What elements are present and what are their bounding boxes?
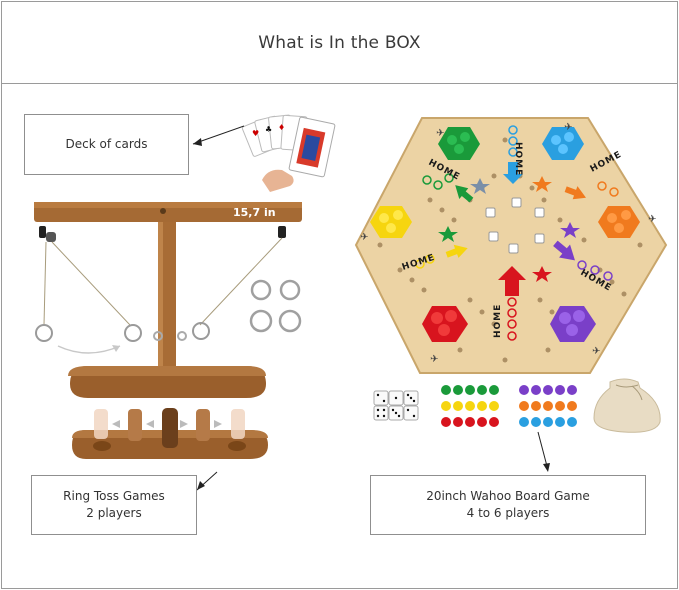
ring-toss-image: 15,7 in: [34, 202, 302, 459]
svg-text:✈: ✈: [564, 122, 572, 133]
svg-text:♣: ♣: [265, 125, 272, 134]
wahoo-title: 20inch Wahoo Board Game: [426, 489, 590, 503]
svg-text:✈: ✈: [648, 214, 656, 225]
home-label-blue: HOME: [513, 142, 523, 176]
dice-set: [373, 390, 419, 421]
svg-text:♥: ♥: [252, 129, 259, 138]
svg-text:✈: ✈: [592, 346, 600, 357]
header-panel: What is In the BOX: [1, 1, 678, 84]
deck-of-cards-label: Deck of cards: [24, 114, 189, 175]
storage-bag: [593, 378, 661, 433]
svg-text:♦: ♦: [278, 123, 285, 132]
svg-text:✈: ✈: [436, 128, 444, 139]
dimension-label: 15,7 in: [233, 206, 276, 219]
wahoo-board-image: HOME HOME HOME HOME HOME HOME ✈ ✈ ✈ ✈ ✈ …: [354, 117, 668, 374]
wahoo-players: 4 to 6 players: [466, 506, 550, 520]
home-label-red: HOME: [493, 304, 503, 338]
ring-toss-title: Ring Toss Games: [63, 489, 165, 503]
svg-text:✈: ✈: [430, 354, 438, 365]
page-title: What is In the BOX: [258, 32, 421, 53]
marble-set: [441, 385, 577, 427]
svg-text:✈: ✈: [360, 232, 368, 243]
deck-label-text: Deck of cards: [65, 137, 148, 151]
wahoo-board-label: 20inch Wahoo Board Game 4 to 6 players: [370, 475, 646, 535]
ring-toss-players: 2 players: [86, 506, 142, 520]
playing-cards-image: ♥ ♣ ♦: [241, 114, 336, 192]
ring-toss-label: Ring Toss Games 2 players: [31, 475, 197, 535]
